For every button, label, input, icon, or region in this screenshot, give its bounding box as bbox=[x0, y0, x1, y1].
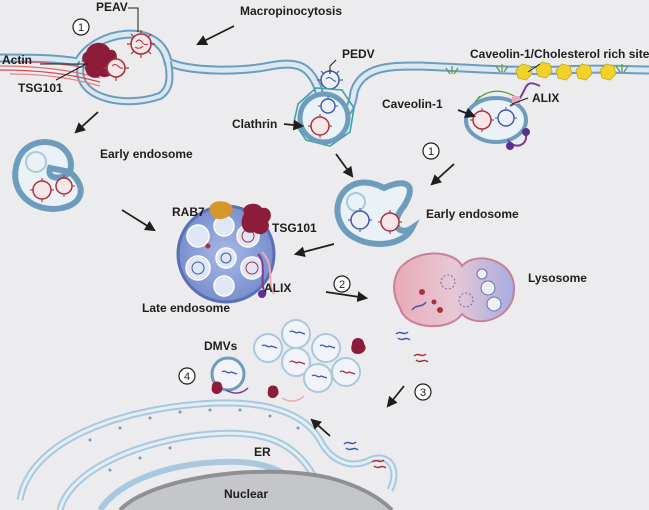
label-macropinocytosis: Macropinocytosis bbox=[240, 4, 342, 18]
label-tsg101-top: TSG101 bbox=[18, 81, 63, 95]
label-er: ER bbox=[254, 445, 271, 459]
step-1-right: 1 bbox=[422, 142, 440, 160]
nucleus bbox=[118, 469, 394, 510]
step-2: 2 bbox=[333, 275, 351, 293]
label-alix-top: ALIX bbox=[532, 91, 559, 105]
clathrin-coated-vesicle bbox=[293, 87, 355, 147]
label-peav: PEAV bbox=[96, 0, 128, 14]
label-actin: Actin bbox=[2, 53, 32, 67]
released-genomes bbox=[395, 331, 429, 363]
label-dmvs: DMVs bbox=[204, 339, 238, 353]
early-endosome-left bbox=[12, 139, 84, 212]
label-early-endosome-right: Early endosome bbox=[426, 207, 519, 221]
step-number: 2 bbox=[339, 279, 345, 291]
label-clathrin: Clathrin bbox=[232, 117, 277, 131]
label-caveolin-site: Caveolin-1/Cholesterol rich site bbox=[470, 47, 649, 61]
peav-virus-1 bbox=[127, 30, 155, 58]
step-4: 4 bbox=[178, 367, 196, 385]
flow-arrows bbox=[40, 7, 541, 437]
label-rab7: RAB7 bbox=[172, 205, 205, 219]
step-number: 4 bbox=[184, 371, 190, 383]
step-number: 1 bbox=[78, 22, 84, 34]
dmvs-cluster bbox=[210, 319, 366, 402]
lysosome bbox=[393, 252, 516, 327]
late-endosome bbox=[176, 201, 276, 304]
label-late-endosome: Late endosome bbox=[142, 301, 230, 315]
label-alix-late: ALIX bbox=[264, 281, 291, 295]
early-endosome-right bbox=[334, 179, 420, 247]
peav-virus-2 bbox=[103, 55, 129, 81]
label-tsg101-late: TSG101 bbox=[272, 221, 317, 235]
label-early-endosome-left: Early endosome bbox=[100, 147, 193, 161]
step-1-top: 1 bbox=[72, 18, 90, 36]
label-lysosome: Lysosome bbox=[528, 271, 587, 285]
label-nuclear: Nuclear bbox=[224, 487, 268, 501]
step-3: 3 bbox=[414, 383, 432, 401]
label-pedv: PEDV bbox=[342, 47, 375, 61]
caveolin-site bbox=[445, 61, 629, 150]
step-number: 1 bbox=[428, 146, 434, 158]
step-number: 3 bbox=[420, 387, 426, 399]
label-caveolin1: Caveolin-1 bbox=[382, 97, 443, 111]
